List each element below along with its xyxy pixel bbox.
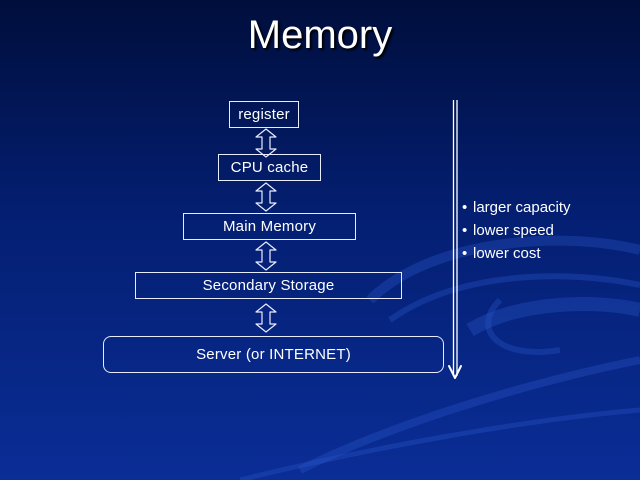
- double-arrow-icon: [255, 182, 277, 212]
- bullet-icon: •: [462, 222, 468, 239]
- level-cpu-cache: CPU cache: [218, 154, 321, 181]
- double-arrow-icon: [255, 303, 277, 333]
- level-main-memory: Main Memory: [183, 213, 356, 240]
- list-item-label: larger capacity: [473, 199, 571, 216]
- level-register: register: [229, 101, 299, 128]
- properties-list: • larger capacity • lower speed • lower cos…: [462, 196, 571, 265]
- bullet-icon: •: [462, 245, 468, 262]
- bullet-icon: •: [462, 199, 468, 216]
- list-item: • lower cost: [462, 242, 571, 265]
- slide-title: Memory: [247, 13, 393, 57]
- down-arrow-icon: [448, 100, 462, 379]
- list-item: • larger capacity: [462, 196, 571, 219]
- list-item-label: lower speed: [473, 222, 554, 239]
- list-item: • lower speed: [462, 219, 571, 242]
- double-arrow-icon: [255, 241, 277, 271]
- double-arrow-icon: [255, 128, 277, 158]
- level-secondary-storage: Secondary Storage: [135, 272, 402, 299]
- level-server-internet: Server (or INTERNET): [103, 336, 444, 373]
- list-item-label: lower cost: [473, 245, 541, 262]
